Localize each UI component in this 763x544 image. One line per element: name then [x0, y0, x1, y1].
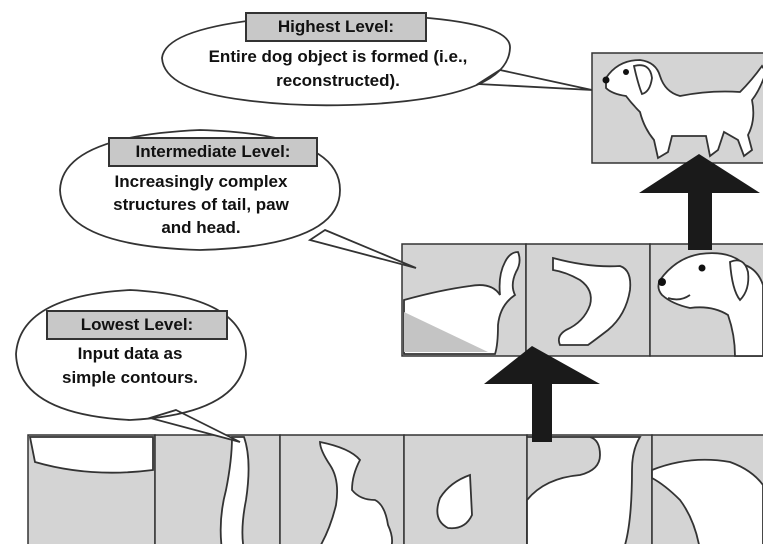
- whole-dog: [602, 59, 763, 160]
- arrow-lower: [484, 346, 600, 442]
- contour-panel-2: [154, 434, 281, 544]
- contour-shape-6: [651, 458, 763, 544]
- intermediate-level-line-1: Increasingly complex: [114, 172, 288, 191]
- dog-eye: [623, 69, 629, 75]
- head-nose: [658, 278, 666, 286]
- tail-shadow: [404, 312, 488, 352]
- contour-shape-2: [219, 436, 250, 544]
- paw-shape: [552, 256, 632, 346]
- upward-arrows: [484, 154, 760, 442]
- contour-shape-4: [436, 473, 473, 530]
- contour-shape-5: [526, 436, 642, 544]
- dog-ear: [632, 64, 653, 96]
- contour-shape-1: [28, 436, 154, 474]
- highest-level-line-1: Entire dog object is formed (i.e.,: [208, 47, 468, 66]
- contour-shapes: [28, 436, 763, 544]
- head-ear: [729, 259, 750, 302]
- head-mouth: [667, 294, 691, 301]
- head-eye: [698, 264, 706, 272]
- lowest-level-line-2: simple contours.: [61, 368, 199, 387]
- dog-nose: [602, 76, 610, 84]
- contour-shape-3: [319, 440, 393, 544]
- lowest-level-tag: Lowest Level:: [46, 310, 228, 340]
- intermediate-shapes: [403, 251, 763, 357]
- intermediate-level-line-3: and head.: [161, 218, 241, 237]
- highest-level-line-2: reconstructed).: [276, 71, 400, 90]
- intermediate-level-line-2: structures of tail, paw: [113, 195, 289, 214]
- highest-level-tag: Highest Level:: [245, 12, 427, 42]
- intermediate-level-tag: Intermediate Level:: [108, 137, 318, 167]
- arrow-upper: [639, 154, 760, 250]
- lowest-level-line-1: Input data as: [77, 344, 183, 363]
